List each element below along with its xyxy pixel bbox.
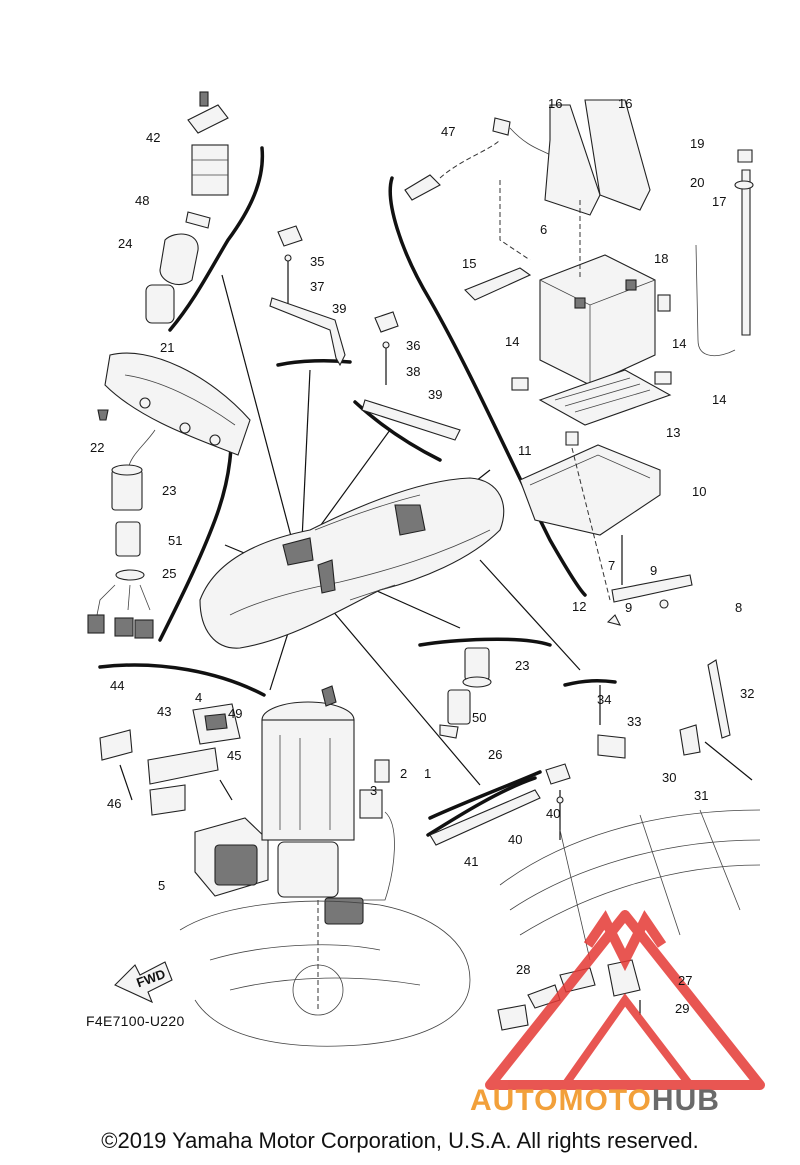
callout-20: 20: [690, 175, 704, 190]
watermark-brand: AUTOMOTOHUB: [470, 1084, 720, 1118]
right-clip-group: [597, 659, 753, 781]
callout-22: 22: [90, 440, 104, 455]
fuel-pump-group: [261, 685, 395, 1010]
drawing-code: F4E7100-U220: [86, 1013, 185, 1029]
callout-17: 17: [712, 194, 726, 209]
callout-14: 14: [505, 334, 519, 349]
upper-left-parts: [145, 91, 229, 324]
callout-1: 1: [424, 766, 431, 781]
clips-group: [269, 225, 461, 441]
callout-5: 5: [158, 878, 165, 893]
callout-7: 7: [608, 558, 615, 573]
callout-41: 41: [464, 854, 478, 869]
callout-23: 23: [162, 483, 176, 498]
callout-47: 47: [441, 124, 455, 139]
callout-43: 43: [157, 704, 171, 719]
callout-45: 45: [227, 748, 241, 763]
callout-14: 14: [672, 336, 686, 351]
callout-6: 6: [540, 222, 547, 237]
callout-19: 19: [690, 136, 704, 151]
callout-30: 30: [662, 770, 676, 785]
callout-8: 8: [735, 600, 742, 615]
callout-18: 18: [654, 251, 668, 266]
callout-39: 39: [428, 387, 442, 402]
watermark-logo: [485, 910, 765, 1090]
callout-48: 48: [135, 193, 149, 208]
callout-40: 40: [546, 806, 560, 821]
callout-32: 32: [740, 686, 754, 701]
callout-11: 11: [518, 443, 532, 458]
battery-case-group: [519, 431, 693, 626]
callout-13: 13: [666, 425, 680, 440]
callout-46: 46: [107, 796, 121, 811]
callout-4: 4: [195, 690, 202, 705]
callout-44: 44: [110, 678, 124, 693]
callout-21: 21: [160, 340, 174, 355]
hull-floor: [179, 809, 761, 1047]
callout-16: 16: [618, 96, 632, 111]
callout-15: 15: [462, 256, 476, 271]
copyright-notice: ©2019 Yamaha Motor Corporation, U.S.A. A…: [101, 1128, 699, 1153]
battery-group: [404, 99, 754, 426]
callout-25: 25: [162, 566, 176, 581]
callout-9: 9: [625, 600, 632, 615]
brand-part-1: AUTOMOTO: [470, 1084, 652, 1117]
callout-33: 33: [627, 714, 641, 729]
callout-16: 16: [548, 96, 562, 111]
callout-29: 29: [675, 1001, 689, 1016]
jet-ski-hull: [199, 477, 505, 649]
callout-38: 38: [406, 364, 420, 379]
callout-9: 9: [650, 563, 657, 578]
callout-24: 24: [118, 236, 132, 251]
callout-31: 31: [694, 788, 708, 803]
callout-12: 12: [572, 599, 586, 614]
meter-group: [87, 352, 251, 639]
callout-14: 14: [712, 392, 726, 407]
callout-3: 3: [370, 783, 377, 798]
lower-right-fasteners: [429, 763, 571, 846]
callout-36: 36: [406, 338, 420, 353]
callout-2: 2: [400, 766, 407, 781]
callout-34: 34: [597, 692, 611, 707]
callout-39: 39: [332, 301, 346, 316]
callout-26: 26: [488, 747, 502, 762]
callout-50: 50: [472, 710, 486, 725]
callout-28: 28: [516, 962, 530, 977]
callout-42: 42: [146, 130, 160, 145]
callout-40: 40: [508, 832, 522, 847]
lower-left-group: [99, 703, 269, 897]
middle-filter-group: [439, 647, 492, 739]
brand-part-2: HUB: [651, 1084, 720, 1117]
callout-27: 27: [678, 973, 692, 988]
callout-35: 35: [310, 254, 324, 269]
callout-37: 37: [310, 279, 324, 294]
callout-51: 51: [168, 533, 182, 548]
callout-10: 10: [692, 484, 706, 499]
fwd-arrow: FWD: [114, 961, 173, 1004]
callout-23: 23: [515, 658, 529, 673]
callout-49: 49: [228, 706, 242, 721]
